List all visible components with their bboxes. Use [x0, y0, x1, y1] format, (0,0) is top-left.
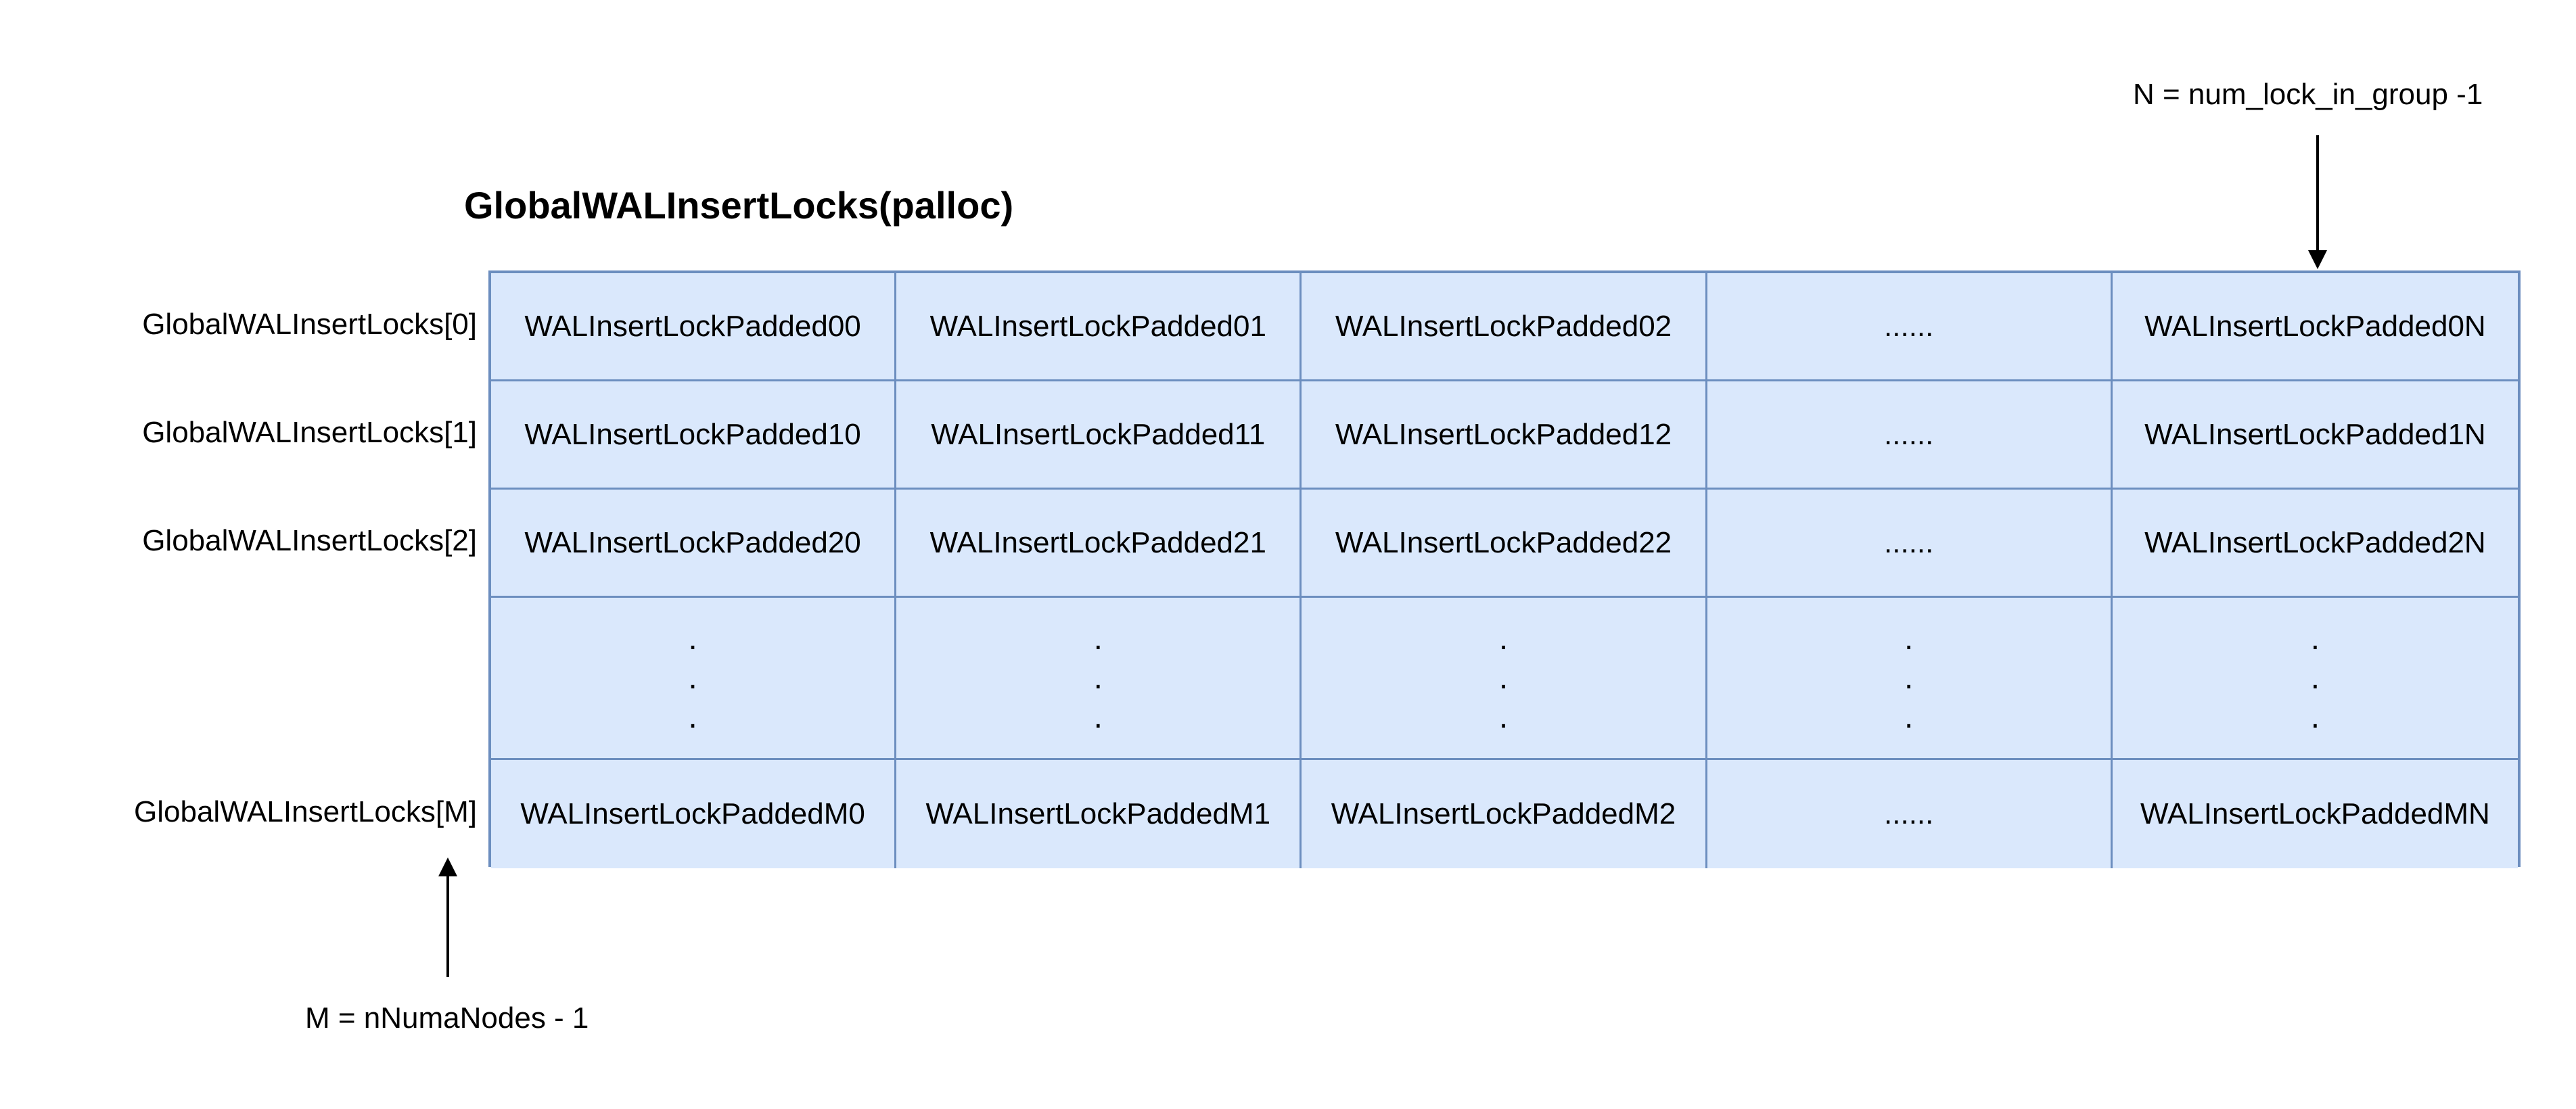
vertical-ellipsis-cell: ...	[491, 598, 897, 760]
matrix-cell: WALInsertLockPadded22	[1302, 490, 1707, 598]
matrix-cell: ......	[1707, 760, 2113, 868]
ellipsis-dot: .	[1498, 620, 1509, 657]
n-definition-label: N = num_lock_in_group -1	[2133, 78, 2483, 111]
ellipsis-dot: .	[2310, 659, 2320, 696]
vertical-ellipsis-cell: ...	[896, 598, 1302, 760]
m-arrow-head	[438, 857, 457, 876]
row-label-m: GlobalWALInsertLocks[M]	[134, 795, 477, 828]
ellipsis-dot: .	[1093, 620, 1103, 657]
matrix-cell: WALInsertLockPaddedMN	[2112, 760, 2518, 868]
n-arrow-head	[2308, 250, 2327, 269]
vertical-ellipsis-cell: ...	[1302, 598, 1707, 760]
ellipsis-dot: .	[1904, 699, 1914, 735]
matrix-cell: WALInsertLockPaddedM2	[1302, 760, 1707, 868]
vertical-ellipsis-cell: ...	[1707, 598, 2113, 760]
ellipsis-dot: .	[688, 699, 697, 735]
matrix-cell: WALInsertLockPadded00	[491, 273, 897, 381]
matrix-cell: WALInsertLockPadded2N	[2112, 490, 2518, 598]
ellipsis-dot: .	[688, 620, 697, 657]
ellipsis-dot: .	[1904, 659, 1914, 696]
ellipsis-dot: .	[2310, 620, 2320, 657]
row-label-1: GlobalWALInsertLocks[1]	[142, 416, 477, 449]
ellipsis-dot: .	[1093, 699, 1103, 735]
matrix-cell: ......	[1707, 381, 2113, 490]
m-definition-label: M = nNumaNodes - 1	[305, 1001, 589, 1035]
matrix-cell: WALInsertLockPadded01	[896, 273, 1302, 381]
ellipsis-dot: .	[1904, 620, 1914, 657]
matrix-cell: WALInsertLockPadded1N	[2112, 381, 2518, 490]
matrix-cell: ......	[1707, 490, 2113, 598]
matrix-cell: WALInsertLockPadded11	[896, 381, 1302, 490]
ellipsis-dot: .	[688, 659, 697, 696]
vertical-ellipsis-cell: ...	[2112, 598, 2518, 760]
ellipsis-dot: .	[1498, 699, 1509, 735]
matrix-cell: WALInsertLockPaddedM0	[491, 760, 897, 868]
diagram-title: GlobalWALInsertLocks(palloc)	[464, 184, 1014, 227]
lock-matrix: WALInsertLockPadded00 WALInsertLockPadde…	[488, 270, 2521, 868]
row-label-0: GlobalWALInsertLocks[0]	[142, 308, 477, 341]
matrix-cell: WALInsertLockPadded12	[1302, 381, 1707, 490]
matrix-cell: WALInsertLockPaddedM1	[896, 760, 1302, 868]
ellipsis-dot: .	[1498, 659, 1509, 696]
matrix-cell: WALInsertLockPadded10	[491, 381, 897, 490]
matrix-cell: WALInsertLockPadded20	[491, 490, 897, 598]
matrix-cell: WALInsertLockPadded21	[896, 490, 1302, 598]
matrix-cell: ......	[1707, 273, 2113, 381]
row-label-2: GlobalWALInsertLocks[2]	[142, 524, 477, 557]
matrix-cell: WALInsertLockPadded0N	[2112, 273, 2518, 381]
matrix-cell: WALInsertLockPadded02	[1302, 273, 1707, 381]
ellipsis-dot: .	[1093, 659, 1103, 696]
ellipsis-dot: .	[2310, 699, 2320, 735]
